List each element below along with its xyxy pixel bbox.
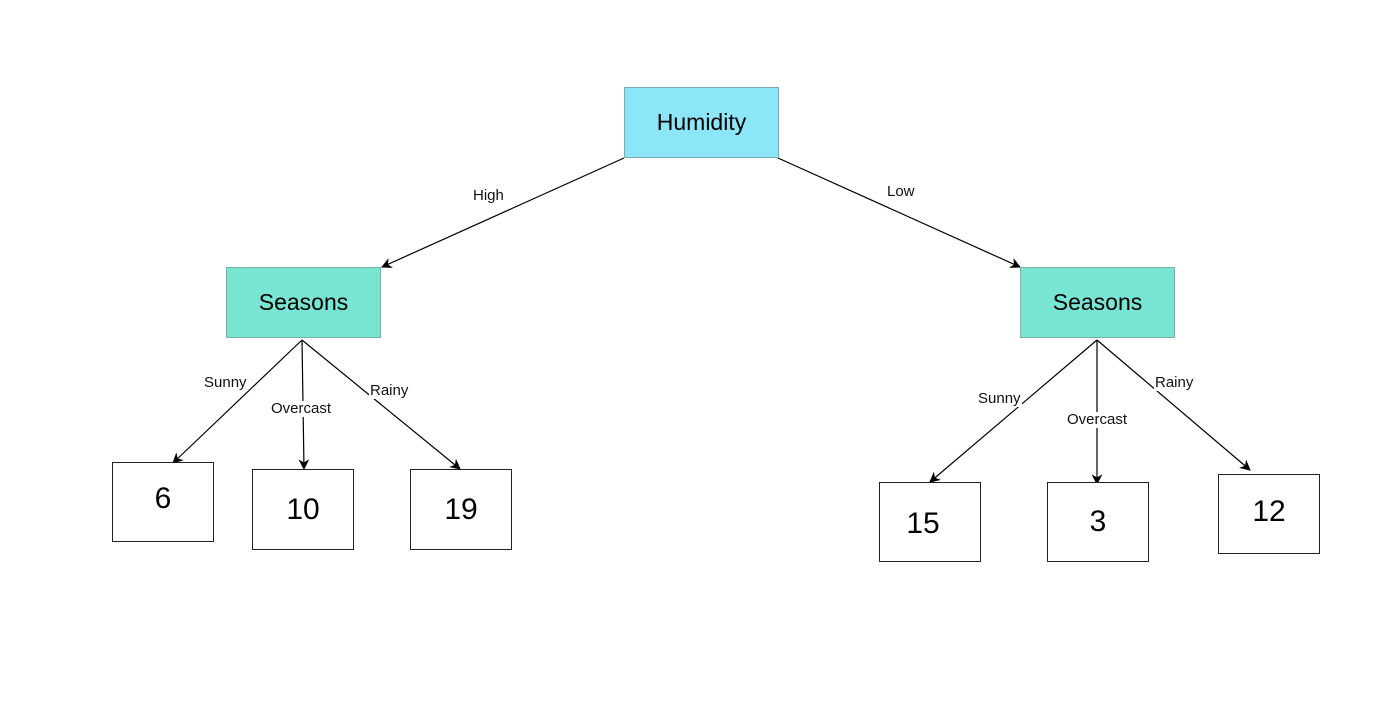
edge-label-left-rainy: Rainy — [369, 382, 410, 399]
leaf-low-overcast: 3 — [1047, 482, 1149, 562]
edge-label-low: Low — [886, 183, 916, 200]
leaf-high-overcast: 10 — [252, 469, 354, 550]
leaf-high-sunny: 6 — [112, 462, 214, 542]
node-seasons-low: Seasons — [1020, 267, 1175, 338]
leaf-low-sunny: 15 — [879, 482, 981, 562]
root-node-humidity: Humidity — [624, 87, 779, 158]
edge-left-sunny — [172, 339, 303, 464]
edge-label-left-overcast: Overcast — [270, 400, 333, 417]
edge-label-right-sunny: Sunny — [977, 390, 1022, 407]
edge-label-high: High — [472, 187, 505, 204]
edge-label-right-overcast: Overcast — [1066, 411, 1129, 428]
edge-right-sunny — [929, 339, 1098, 483]
edge-label-right-rainy: Rainy — [1154, 374, 1195, 391]
edge-left-rainy — [301, 339, 461, 470]
edge-low — [777, 157, 1021, 268]
edge-label-left-sunny: Sunny — [203, 374, 248, 391]
node-seasons-high: Seasons — [226, 267, 381, 338]
edge-high — [381, 157, 625, 268]
leaf-high-rainy: 19 — [410, 469, 512, 550]
leaf-low-rainy: 12 — [1218, 474, 1320, 554]
edge-right-rainy — [1096, 339, 1251, 471]
